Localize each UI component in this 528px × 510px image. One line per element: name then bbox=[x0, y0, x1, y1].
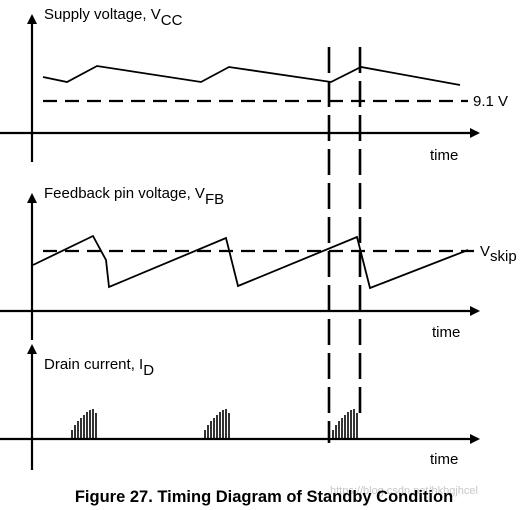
vfb-time-label: time bbox=[432, 324, 460, 341]
vcc-panel: Supply voltage, VCC 9.1 V time bbox=[0, 6, 508, 164]
id-panel: Drain current, ID bbox=[0, 344, 480, 470]
watermark: https://blog.csdn.net/hkbgjhcel bbox=[330, 485, 478, 497]
vfb-waveform bbox=[32, 234, 469, 290]
vcc-threshold-label: 9.1 V bbox=[473, 93, 508, 110]
drain-pulse-burst-2 bbox=[204, 409, 230, 439]
id-axis-label: Drain current, ID bbox=[44, 356, 154, 379]
drain-pulse-burst-1 bbox=[71, 409, 97, 439]
vcc-axis-label: Supply voltage, VCC bbox=[44, 6, 183, 29]
vfb-threshold-label: Vskip bbox=[480, 243, 517, 265]
vcc-waveform bbox=[42, 65, 461, 86]
vfb-axis-label: Feedback pin voltage, VFB bbox=[44, 185, 224, 208]
vfb-panel: Feedback pin voltage, VFB Vskip time bbox=[0, 185, 517, 341]
figure-caption: Figure 27. Timing Diagram of Standby Con… bbox=[75, 488, 453, 506]
vcc-time-label: time bbox=[430, 147, 458, 164]
id-time-label: time bbox=[430, 451, 458, 468]
drain-pulse-burst-3 bbox=[332, 409, 358, 439]
